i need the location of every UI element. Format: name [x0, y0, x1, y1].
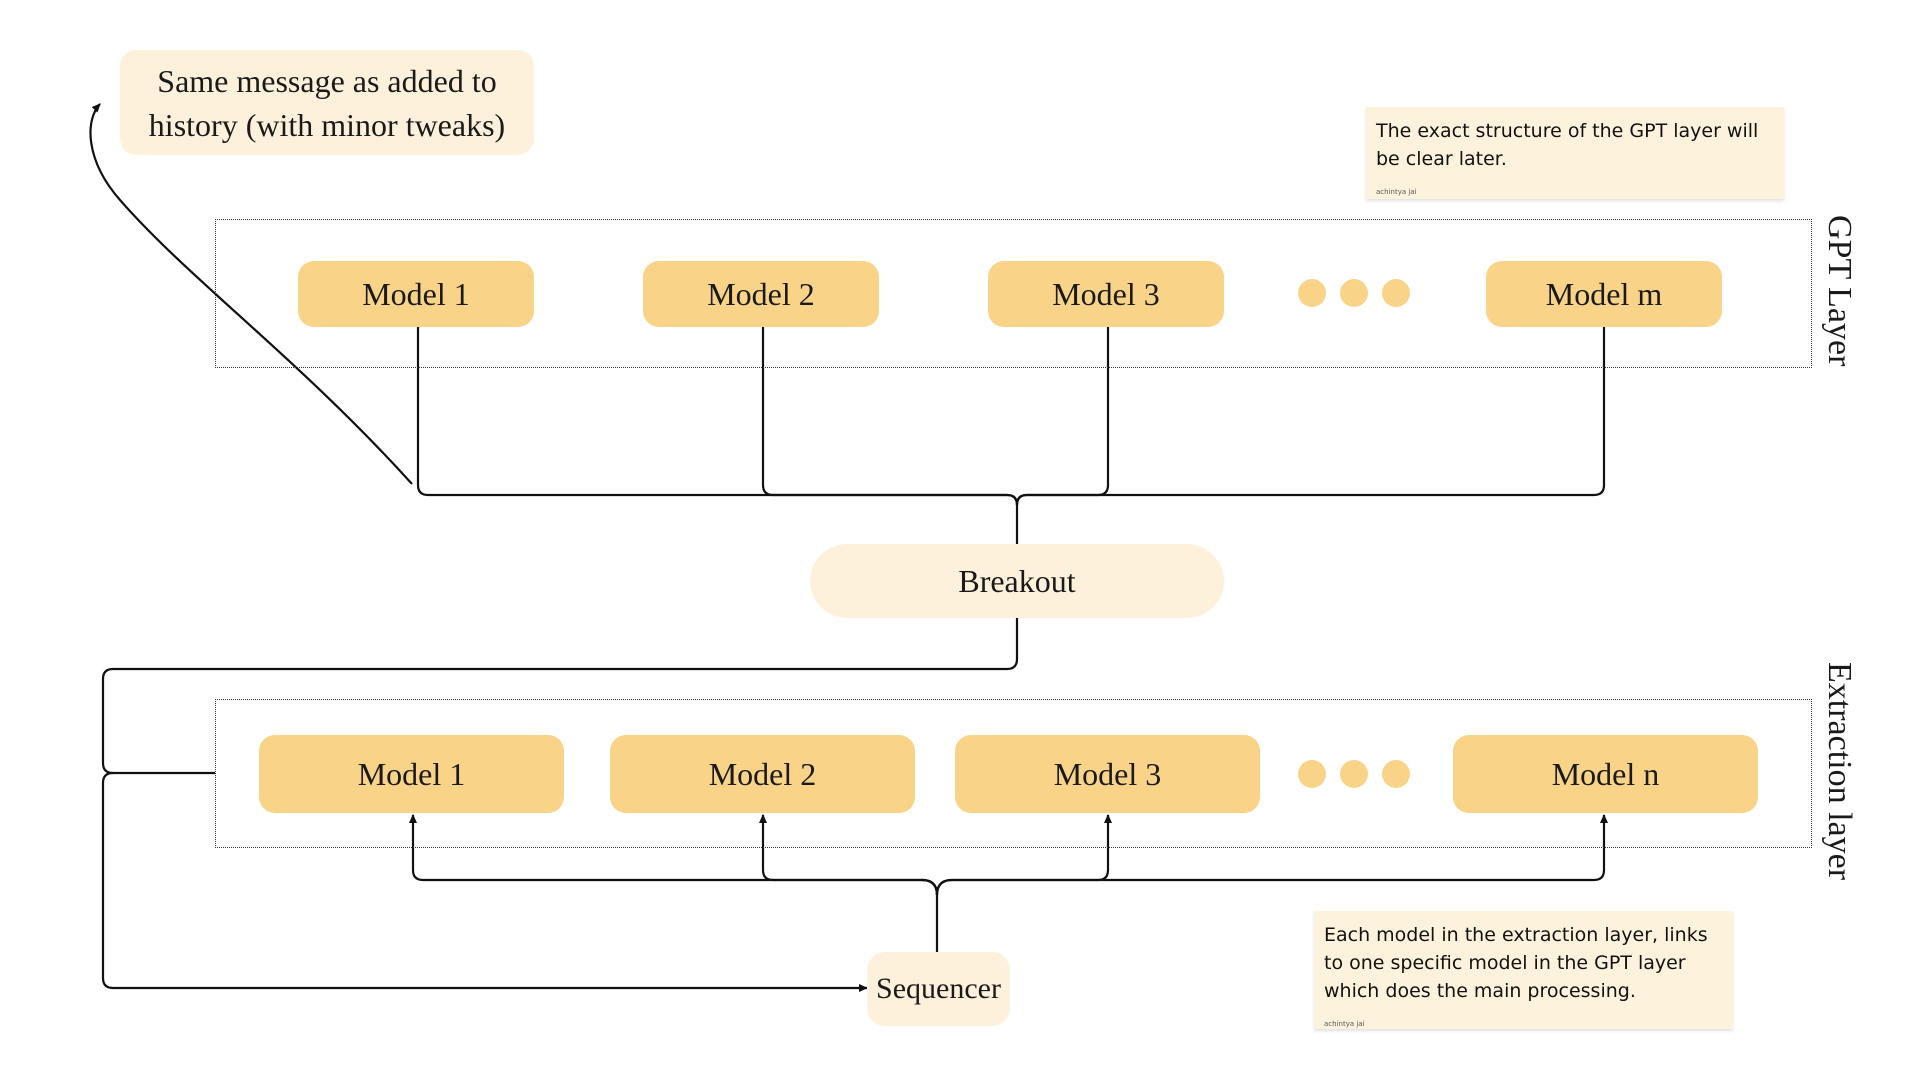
gpt-model-3: Model 3 — [988, 261, 1224, 327]
message-note: Same message as added to history (with m… — [120, 50, 534, 155]
extraction-layer-frame — [215, 699, 1812, 848]
gpt-model-1: Model 1 — [298, 261, 534, 327]
gpt-layer-label: GPT Layer — [1821, 215, 1858, 367]
ellipsis-dot — [1340, 279, 1368, 307]
sticky-note-extraction-links: Each model in the extraction layer, link… — [1314, 911, 1733, 1029]
ellipsis-dot — [1340, 760, 1368, 788]
sticky-note-text: Each model in the extraction layer, link… — [1324, 924, 1708, 1002]
sticky-note-gpt-structure: The exact structure of the GPT layer wil… — [1366, 107, 1784, 199]
ellipsis-dot — [1298, 279, 1326, 307]
gpt-model-m: Model m — [1486, 261, 1722, 327]
extraction-model-3: Model 3 — [955, 735, 1260, 813]
gpt-layer-frame — [215, 219, 1812, 368]
wire-to-sequencer — [101, 771, 868, 992]
ellipsis-dot — [1382, 760, 1410, 788]
sticky-note-text: The exact structure of the GPT layer wil… — [1376, 120, 1759, 170]
sticky-note-author: achintya jai — [1376, 188, 1417, 196]
wire-from-sequencer — [921, 878, 939, 952]
wire-gpt-model-m — [1015, 327, 1606, 506]
ellipsis-dot — [1298, 760, 1326, 788]
extraction-model-1: Model 1 — [259, 735, 564, 813]
wire-ext-model-2 — [759, 814, 939, 896]
sequencer-node: Sequencer — [867, 952, 1010, 1026]
wire-to-message-note — [89, 103, 413, 485]
ellipsis-dot — [1382, 279, 1410, 307]
gpt-model-2: Model 2 — [643, 261, 879, 327]
wire-ext-model-n — [935, 814, 1608, 896]
sticky-note-author: achintya jai — [1324, 1020, 1365, 1028]
wire-gpt-model-2 — [761, 327, 1019, 506]
breakout-node: Breakout — [810, 544, 1224, 618]
extraction-model-n: Model n — [1453, 735, 1758, 813]
extraction-model-2: Model 2 — [610, 735, 915, 813]
extraction-layer-label: Extraction layer — [1821, 662, 1858, 881]
wire-breakout-loop — [101, 618, 1019, 775]
